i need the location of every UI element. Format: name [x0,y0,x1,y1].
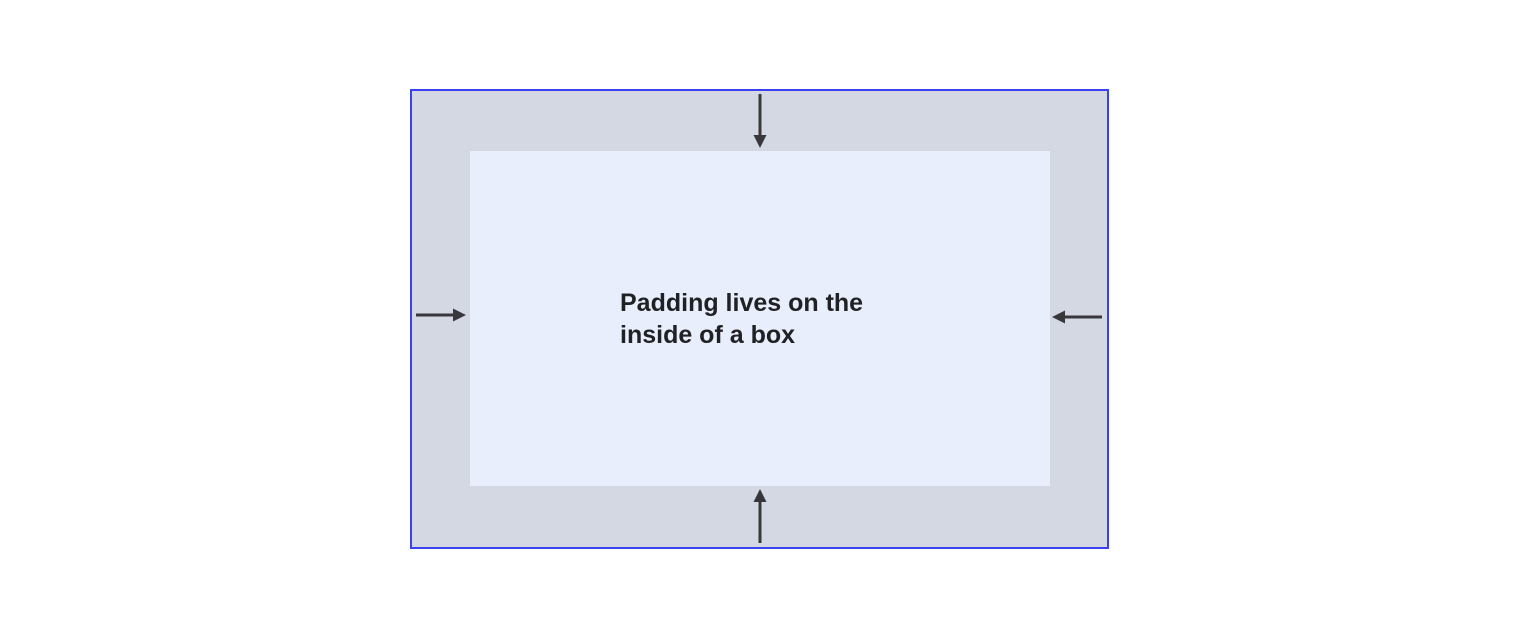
padding-label: Padding lives on the inside of a box [620,288,864,349]
arrow-right-icon [416,308,466,322]
content-area-box: Padding lives on the inside of a box [470,151,1050,486]
padding-area-box: Padding lives on the inside of a box [410,89,1109,549]
arrow-down-icon [753,94,767,148]
arrow-up-icon [753,489,767,543]
arrow-left-icon [1052,310,1102,324]
